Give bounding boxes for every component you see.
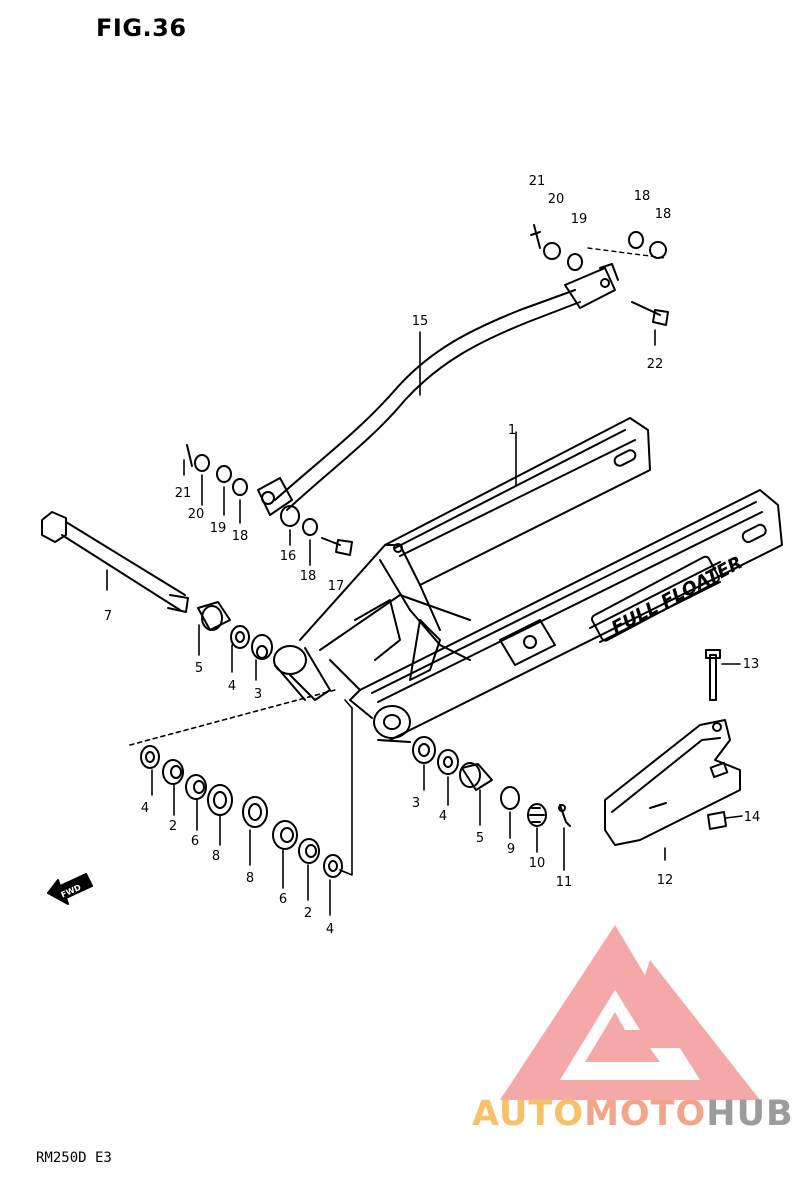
callout-19: 19 — [210, 521, 227, 536]
watermark-moto: MOTO — [584, 1094, 707, 1134]
callout-11: 11 — [556, 875, 573, 890]
callout-6: 6 — [191, 834, 199, 849]
torque-rod-hardware-left — [186, 444, 353, 556]
callout-7: 7 — [104, 609, 112, 624]
callout-20: 20 — [188, 507, 205, 522]
callout-13: 13 — [743, 657, 760, 672]
watermark-auto: AUTO — [472, 1094, 585, 1134]
callout-5: 5 — [476, 831, 484, 846]
callout-15: 15 — [412, 314, 429, 329]
figure-title: FIG.36 — [96, 14, 187, 42]
callout-21: 21 — [175, 486, 192, 501]
callout-2: 2 — [169, 819, 177, 834]
chain-buffer — [604, 649, 741, 846]
pivot-hardware-right — [412, 736, 571, 827]
callout-1: 1 — [508, 423, 516, 438]
callout-9: 9 — [507, 842, 515, 857]
callout-8: 8 — [246, 871, 254, 886]
callout-2: 2 — [304, 906, 312, 921]
callout-5: 5 — [195, 661, 203, 676]
callout-14: 14 — [744, 810, 761, 825]
callout-18: 18 — [655, 207, 672, 222]
watermark-hub: HUB — [706, 1094, 794, 1134]
callout-18: 18 — [300, 569, 317, 584]
callout-4: 4 — [326, 922, 334, 937]
callout-4: 4 — [439, 809, 447, 824]
callout-20: 20 — [548, 192, 565, 207]
callout-3: 3 — [412, 796, 420, 811]
pivot-shaft — [41, 511, 189, 613]
callout-4: 4 — [141, 801, 149, 816]
callout-18: 18 — [634, 189, 651, 204]
model-code: RM250D E3 — [36, 1150, 112, 1166]
callout-19: 19 — [571, 212, 588, 227]
automotohub-logo-icon — [500, 925, 760, 1100]
pivot-hardware-lower-left — [129, 689, 353, 878]
callout-8: 8 — [212, 849, 220, 864]
torque-rod-hardware-top — [530, 224, 669, 326]
callout-22: 22 — [647, 357, 664, 372]
callout-16: 16 — [280, 549, 297, 564]
callout-10: 10 — [529, 856, 546, 871]
leader-lines — [106, 329, 743, 916]
callout-3: 3 — [254, 687, 262, 702]
callout-numbers: 21 20 19 18 18 15 22 1 21 20 19 18 16 18… — [104, 174, 760, 937]
forward-arrow-icon — [47, 873, 93, 905]
callout-17: 17 — [328, 579, 345, 594]
automotohub-watermark: AUTOMOTOHUB — [472, 1094, 794, 1134]
callout-4: 4 — [228, 679, 236, 694]
torque-rod — [257, 263, 619, 516]
callout-12: 12 — [657, 873, 674, 888]
full-floater-decal — [590, 555, 720, 642]
callout-18: 18 — [232, 529, 249, 544]
callout-6: 6 — [279, 892, 287, 907]
swingarm — [273, 417, 783, 743]
callout-21: 21 — [529, 174, 546, 189]
pivot-hardware-left — [197, 601, 273, 660]
